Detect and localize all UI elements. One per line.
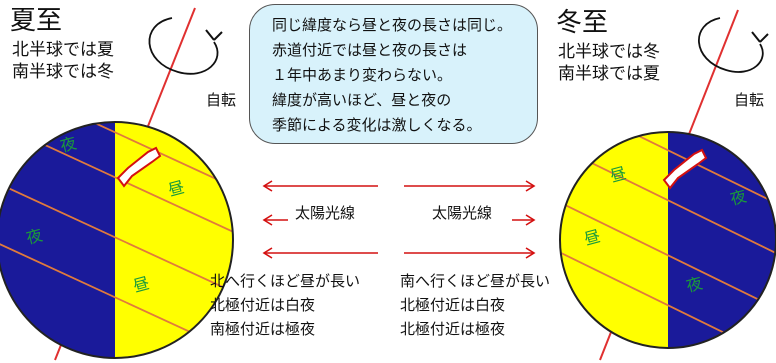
winter-line-1: 北半球では冬 xyxy=(558,42,660,62)
summer-night-label: 夜 xyxy=(24,225,44,247)
winter-rotation-label: 自転 xyxy=(734,91,765,109)
sunlight-arrowhead-left xyxy=(262,214,273,226)
sunlight-label-right: 太陽光線 xyxy=(432,204,493,222)
winter-latitude-line xyxy=(560,199,776,316)
notes-right-line-3: 北極付近は極夜 xyxy=(400,320,506,338)
summer-globe-fill xyxy=(0,122,233,358)
callout-line: １年中あまり変わらない。 xyxy=(272,66,453,84)
summer-rotation-label: 自転 xyxy=(206,91,237,109)
callout-line: 緯度が高いほど、昼と夜の xyxy=(272,91,452,109)
summer-day-label: 昼 xyxy=(166,177,186,199)
winter-latitude-line xyxy=(560,132,776,211)
sunlight-arrowhead-left xyxy=(262,247,273,259)
notes-right-line-1: 南へ行くほど昼が長い xyxy=(400,272,551,290)
sunlight-label-left: 太陽光線 xyxy=(295,204,356,222)
winter-line-2: 南半球では夏 xyxy=(558,64,660,84)
notes-right-line-2: 北極付近は白夜 xyxy=(400,296,506,314)
winter-globe-outline xyxy=(559,131,776,349)
winter-rotation-loop xyxy=(698,17,764,73)
callout-line: 季節による変化は激しくなる。 xyxy=(272,116,482,134)
summer-night-label: 夜 xyxy=(58,133,78,155)
sunlight-arrowhead-right xyxy=(525,180,536,192)
sunlight-rays xyxy=(262,180,536,259)
sunlight-arrowhead-right xyxy=(525,214,536,226)
notes-left-line-1: 北へ行くほど昼が長い xyxy=(210,272,361,290)
summer-line-2: 南半球では冬 xyxy=(12,62,114,82)
winter-night-label: 夜 xyxy=(728,186,748,208)
summer-line-1: 北半球では夏 xyxy=(12,40,114,60)
summer-rotation-loop xyxy=(148,17,219,75)
summer-day-label: 昼 xyxy=(131,273,151,295)
winter-day-label: 昼 xyxy=(608,163,628,185)
winter-arrow-marker xyxy=(662,148,708,190)
summer-latitude-line xyxy=(0,122,233,191)
winter-title: 冬至 xyxy=(556,8,609,38)
summer-title: 夏至 xyxy=(10,6,63,36)
sunlight-arrowhead-right xyxy=(525,247,536,259)
winter-latitude-line xyxy=(560,144,776,261)
notes-left-line-3: 南極付近は極夜 xyxy=(210,320,316,338)
summer-night-side xyxy=(0,122,115,358)
winter-day-label: 昼 xyxy=(582,226,602,248)
winter-night-label: 夜 xyxy=(684,273,704,295)
callout-line: 赤道付近では昼と夜の長さは xyxy=(272,41,468,59)
notes-left-line-2: 北極付近は白夜 xyxy=(210,296,316,314)
winter-day-side xyxy=(560,132,668,348)
summer-rotation-arrowhead xyxy=(205,29,223,41)
winter-night-side xyxy=(668,132,776,348)
winter-rotation-arrowhead xyxy=(751,31,769,43)
callout-line: 同じ緯度なら昼と夜の長さは同じ。 xyxy=(272,16,513,34)
summer-globe-outline xyxy=(0,121,234,359)
explanation-callout: 同じ緯度なら昼と夜の長さは同じ。 赤道付近では昼と夜の長さは １年中あまり変わら… xyxy=(249,4,538,144)
summer-arrow-marker xyxy=(116,146,162,188)
sunlight-arrowhead-left xyxy=(262,180,273,192)
summer-latitude-line xyxy=(0,174,233,296)
